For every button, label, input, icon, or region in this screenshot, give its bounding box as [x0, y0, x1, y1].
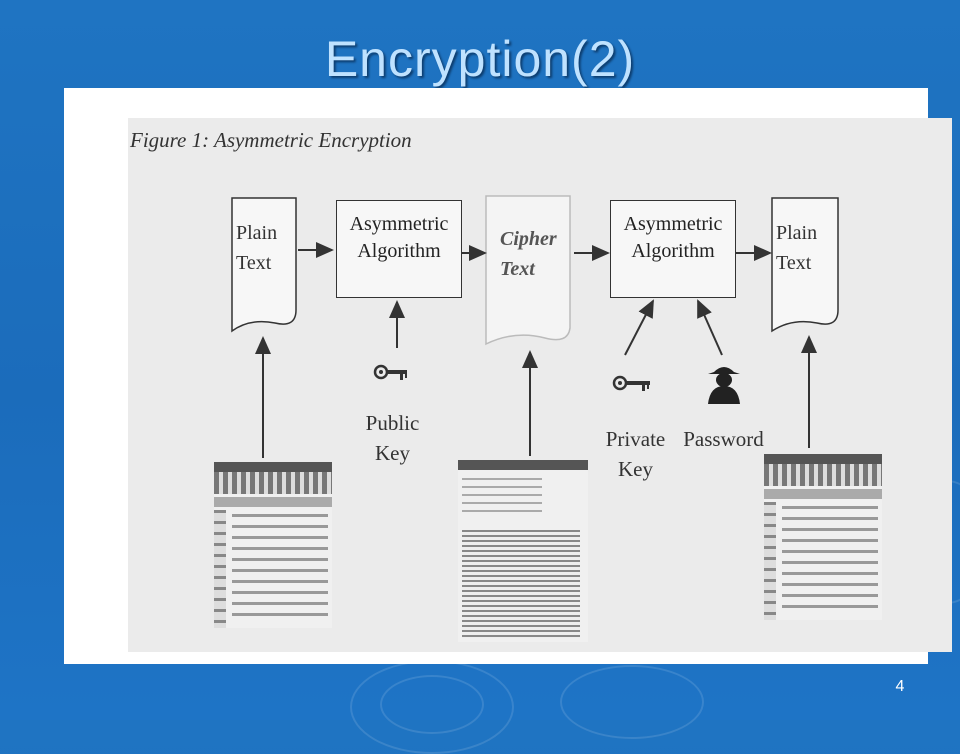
- plain-text-left-shape: [231, 197, 297, 333]
- plain-text-left-label: Plain Text: [236, 218, 286, 278]
- arrow-password-up: [697, 299, 723, 356]
- key-icon: [612, 375, 650, 391]
- algorithm-left-line2: Algorithm: [357, 240, 441, 262]
- algorithm-left-line1: Asymmetric: [349, 213, 449, 235]
- cipher-text-screenshot: [458, 460, 588, 642]
- cipher-text-line1: Cipher: [500, 228, 557, 250]
- asymmetric-algorithm-right: Asymmetric Algorithm: [610, 200, 736, 298]
- public-key-line2: Key: [375, 441, 410, 466]
- private-key-line1: Private: [605, 427, 666, 451]
- asymmetric-algorithm-left: Asymmetric Algorithm: [336, 200, 462, 298]
- plain-text-right-line2: Text: [776, 252, 812, 274]
- algorithm-right-line1: Asymmetric: [623, 213, 723, 235]
- plain-text-right-shape: [771, 197, 839, 333]
- cipher-text-shape: [485, 195, 571, 346]
- cipher-text-label: Cipher Text: [500, 224, 570, 284]
- slide-title: Encryption(2): [324, 31, 636, 87]
- plain-text-right-label: Plain Text: [776, 218, 826, 278]
- plain-text-left-line1: Plain: [236, 222, 278, 244]
- plain-text-left-line2: Text: [236, 252, 272, 274]
- page-number: 4: [895, 678, 905, 695]
- spy-icon: [708, 367, 740, 404]
- arrow-private-key-up: [624, 299, 654, 356]
- spreadsheet-screenshot-right: [764, 454, 882, 620]
- algorithm-right-line2: Algorithm: [631, 240, 715, 262]
- public-key-label: Public Key: [355, 408, 430, 469]
- figure-caption: Figure 1: Asymmetric Encryption: [130, 128, 412, 152]
- spreadsheet-screenshot-left: [214, 462, 332, 628]
- diagram-graphics: [231, 195, 839, 458]
- private-key-label: Private Key: [598, 424, 673, 485]
- key-icon: [373, 364, 407, 380]
- password-label: Password: [683, 427, 764, 451]
- plain-text-right-line1: Plain: [776, 222, 818, 244]
- private-key-line2: Key: [618, 457, 653, 482]
- public-key-line1: Public: [365, 411, 420, 435]
- cipher-text-line2: Text: [500, 258, 535, 280]
